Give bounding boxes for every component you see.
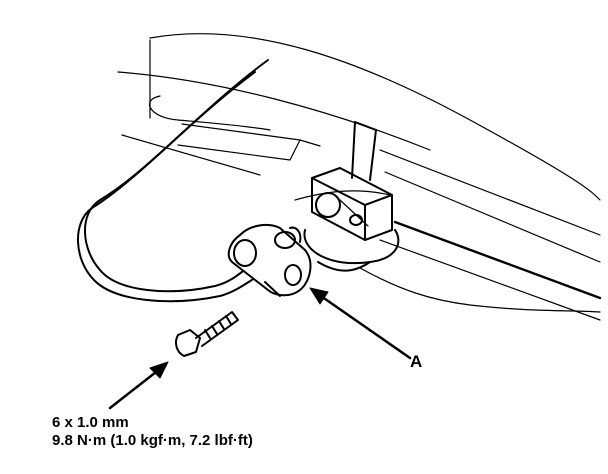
body-panel-lines [117,33,601,201]
stabilizer-bushing [227,223,312,297]
link-rod [351,121,377,181]
leader-arrows [108,199,412,410]
stabilizer-bar [77,59,269,303]
frame-rail [359,149,602,321]
bolt-size-text: 6 x 1.0 mm [52,414,129,431]
callout-a-label: A [410,352,423,371]
bolt [175,311,239,357]
bolt-torque-text: 9.8 N·m (1.0 kgf·m, 7.2 lbf·ft) [52,432,253,449]
link-bracket [303,167,400,272]
bolt-spec: 6 x 1.0 mm 9.8 N·m (1.0 kgf·m, 7.2 lbf·f… [52,414,253,450]
